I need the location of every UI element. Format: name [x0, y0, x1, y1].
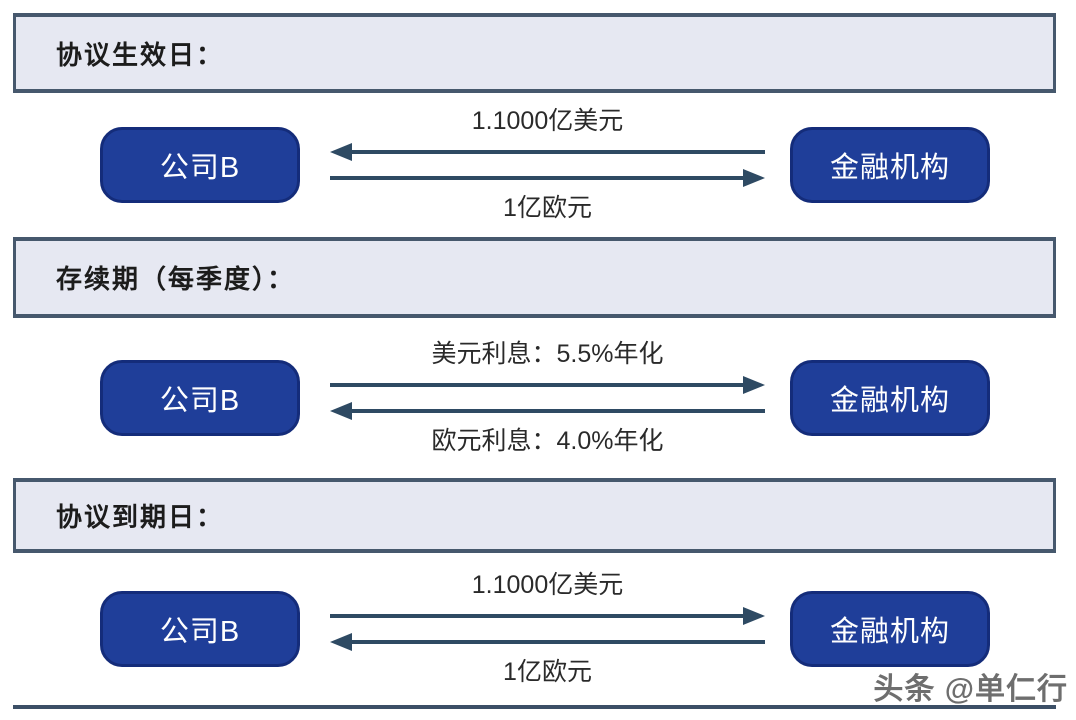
bottom-border-line — [13, 705, 1056, 709]
flow-label-usd-principal: 1.1000亿美元 — [471, 107, 624, 136]
arrowhead-right-icon — [743, 169, 765, 187]
arrowhead-right-icon — [743, 607, 765, 625]
section-title: 协议到期日： — [56, 502, 225, 532]
arrow-eur-to-company-b — [330, 633, 765, 651]
flow-label-usd-interest: 美元利息：5.5%年化 — [431, 340, 664, 369]
section-title: 协议生效日： — [56, 39, 225, 70]
arrowhead-left-icon — [330, 143, 352, 161]
arrow-usd-to-institution — [330, 607, 765, 625]
financial-institution-box: 金融机构 — [790, 127, 990, 203]
arrowhead-left-icon — [330, 633, 352, 651]
section-duration: 公司B 美元利息：5.5%年化 欧元利息：4.0%年化 金融机构 — [0, 318, 1076, 478]
arrow-usd-to-company-b — [330, 143, 765, 161]
watermark-toutiao: 头条 @单仁行 — [873, 673, 1068, 706]
flow-label-eur-interest: 欧元利息：4.0%年化 — [431, 427, 664, 455]
section-effective-date: 公司B 1.1000亿美元 1亿欧元 金融机构 — [0, 93, 1076, 237]
top-spacer — [0, 0, 1076, 13]
arrowhead-right-icon — [743, 376, 765, 394]
flow-label-usd-principal-return: 1.1000亿美元 — [471, 571, 624, 600]
flow-label-eur-principal: 1亿欧元 — [503, 194, 592, 222]
arrow-eur-interest-to-company-b — [330, 402, 765, 420]
arrow-shaft — [330, 614, 743, 618]
flow-label-eur-principal-return: 1亿欧元 — [503, 658, 592, 686]
section-header-effective-date: 协议生效日： — [13, 13, 1056, 93]
flow-zone-effective-date: 1.1000亿美元 1亿欧元 — [330, 107, 765, 223]
flow-zone-duration: 美元利息：5.5%年化 欧元利息：4.0%年化 — [330, 340, 765, 456]
flow-zone-maturity-date: 1.1000亿美元 1亿欧元 — [330, 571, 765, 687]
company-b-box: 公司B — [100, 360, 300, 436]
arrow-shaft — [330, 383, 743, 387]
arrowhead-left-icon — [330, 402, 352, 420]
arrow-eur-to-institution — [330, 169, 765, 187]
financial-institution-box: 金融机构 — [790, 360, 990, 436]
company-b-box: 公司B — [100, 591, 300, 667]
arrow-shaft — [352, 150, 765, 154]
section-header-duration: 存续期（每季度）： — [13, 237, 1056, 318]
section-title: 存续期（每季度）： — [56, 264, 296, 294]
section-maturity-date: 公司B 1.1000亿美元 1亿欧元 金融机构 — [0, 553, 1076, 705]
arrow-usd-interest-to-institution — [330, 376, 765, 394]
arrow-shaft — [352, 409, 765, 413]
arrow-shaft — [330, 176, 743, 180]
financial-institution-box: 金融机构 — [790, 591, 990, 667]
company-b-box: 公司B — [100, 127, 300, 203]
section-header-maturity-date: 协议到期日： — [13, 478, 1056, 553]
arrow-shaft — [352, 640, 765, 644]
